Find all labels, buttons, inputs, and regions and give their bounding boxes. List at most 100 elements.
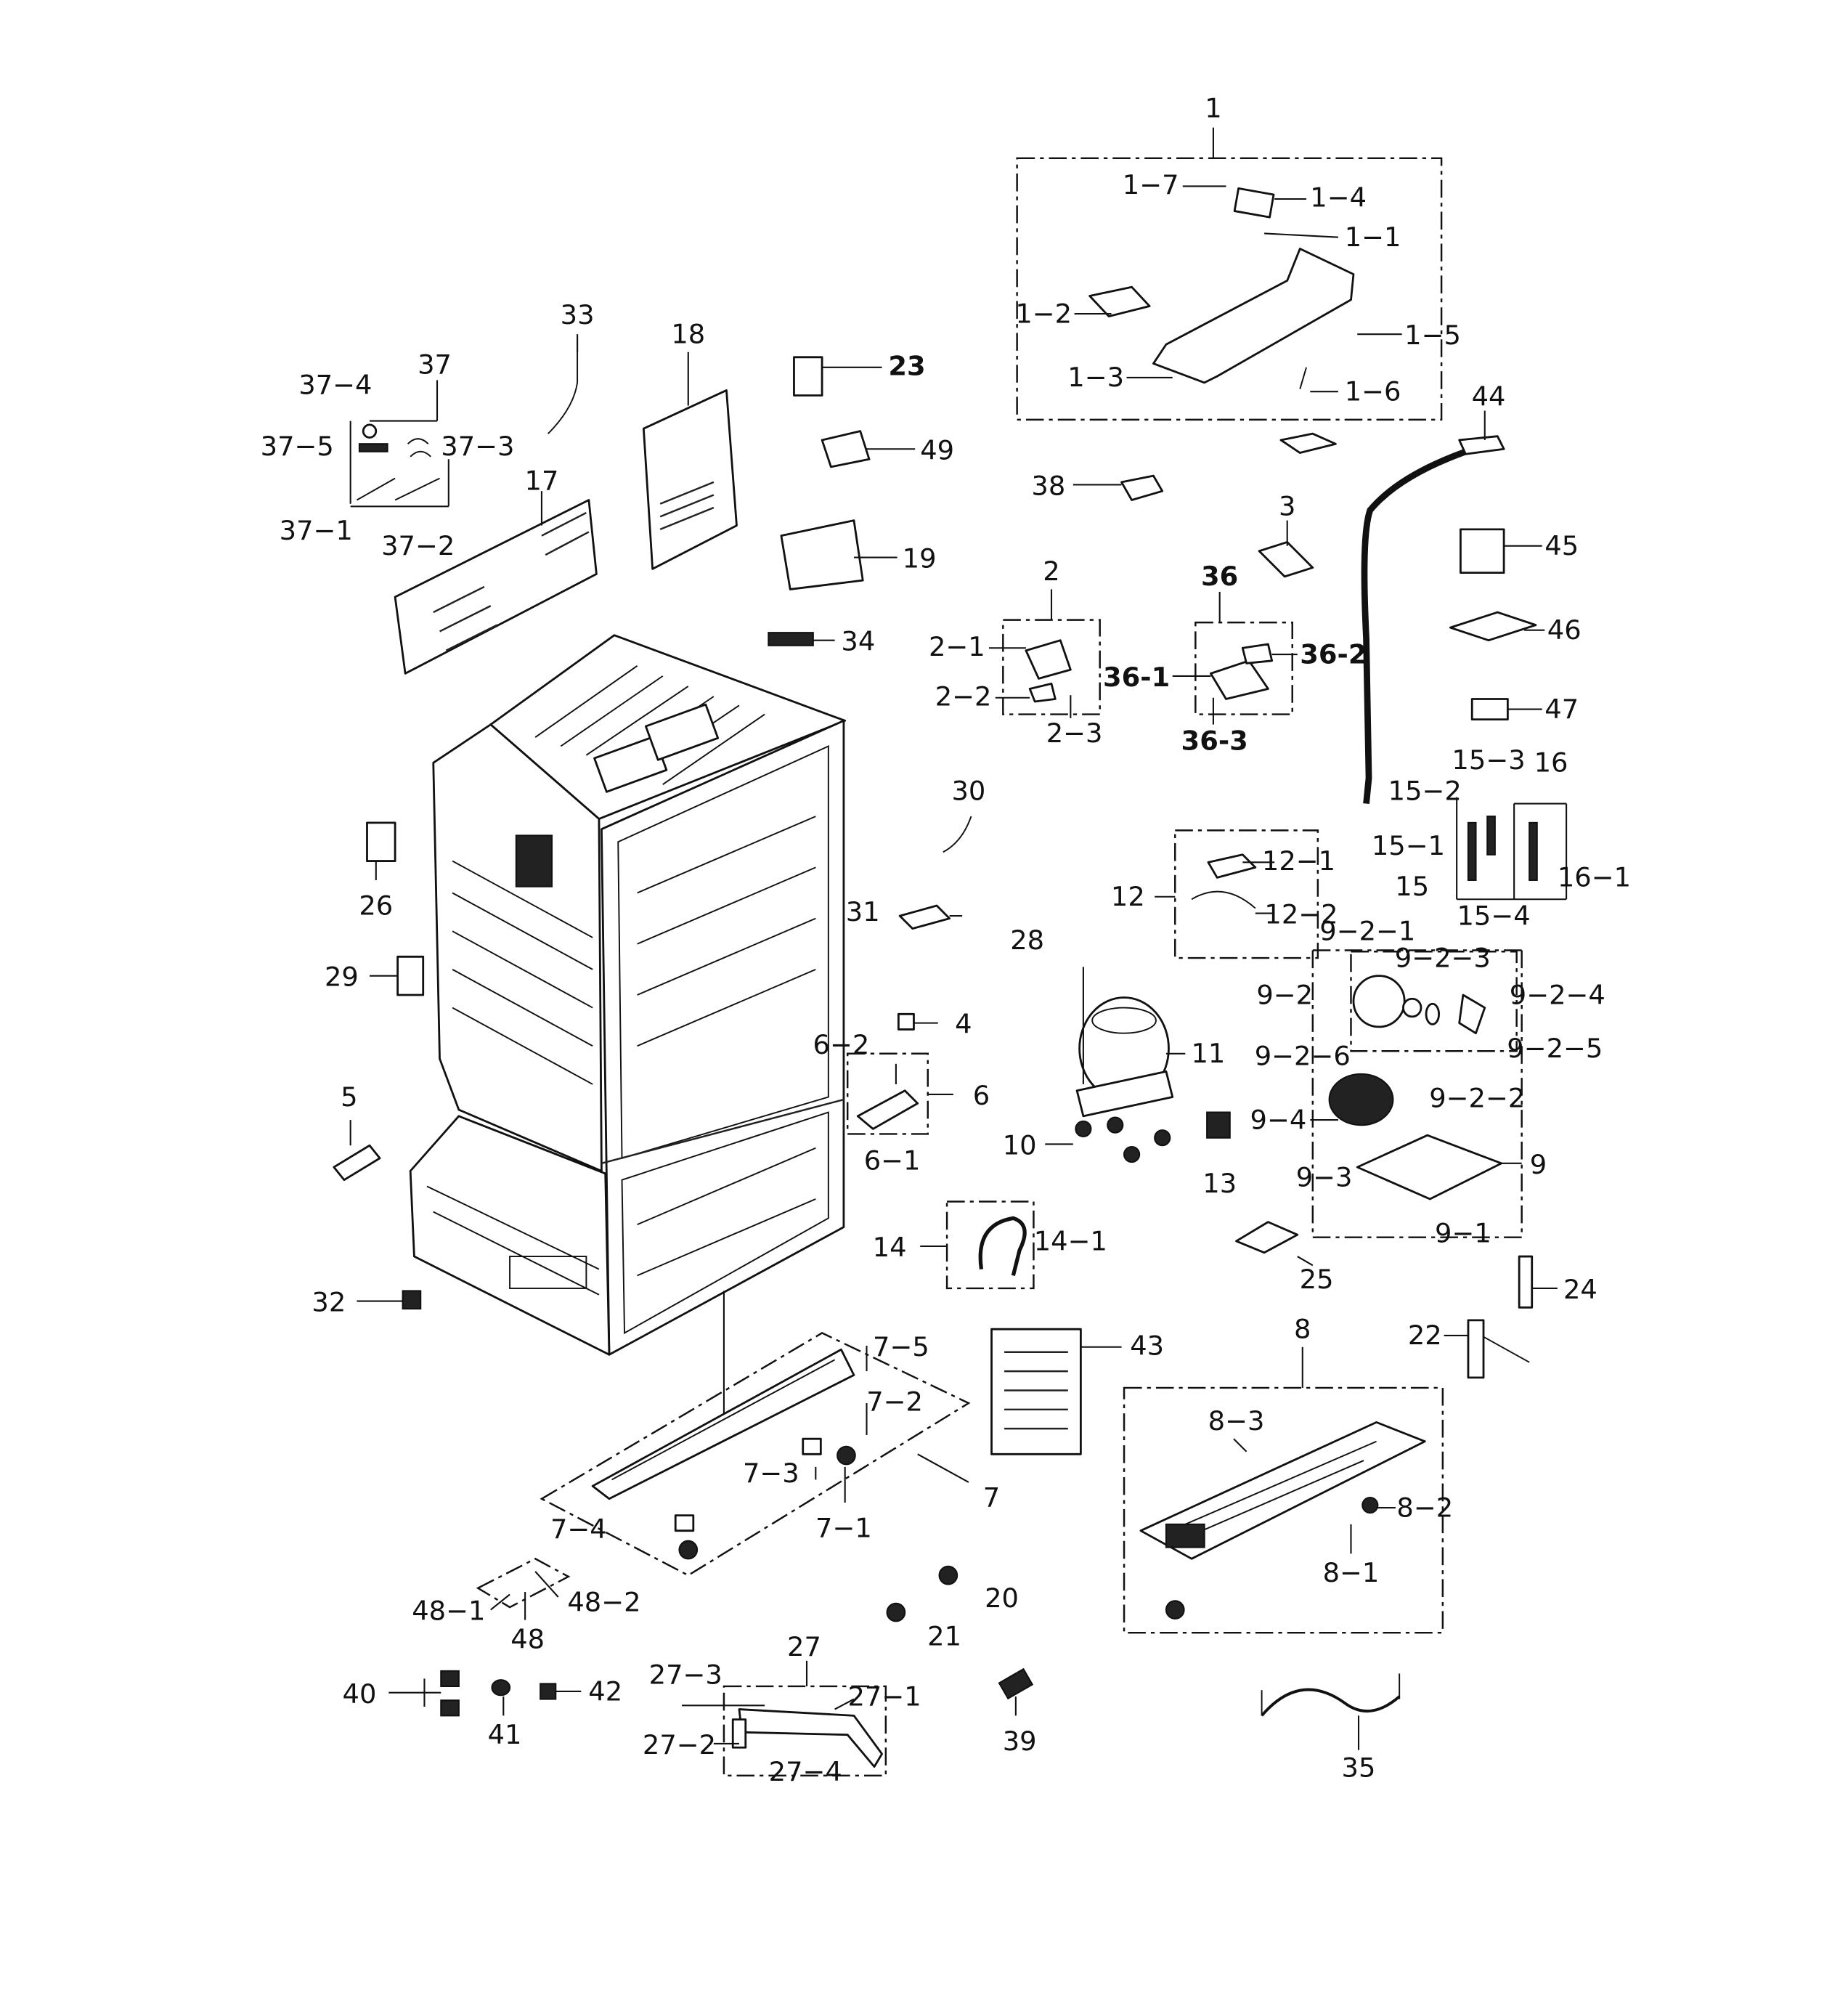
label-1-3: 1−3 <box>1067 362 1124 393</box>
label-6-2: 6−2 <box>813 1029 870 1060</box>
label-45: 45 <box>1544 530 1579 561</box>
label-15-2: 15−2 <box>1388 775 1462 806</box>
label-11: 11 <box>1191 1038 1225 1069</box>
hinge-3 <box>1258 520 1314 578</box>
label-14-1: 14−1 <box>1034 1225 1107 1256</box>
label-36: 36 <box>1201 561 1238 592</box>
group-27 <box>682 1660 887 1777</box>
label-41: 41 <box>488 1719 522 1750</box>
label-9-2-4: 9−2−4 <box>1510 979 1605 1010</box>
label-48: 48 <box>510 1623 545 1654</box>
kit-37 <box>349 380 449 508</box>
group-7 <box>540 1291 971 1577</box>
label-30: 30 <box>951 775 985 806</box>
panel-17-cover <box>394 491 598 675</box>
label-48-2: 48−2 <box>567 1586 640 1617</box>
label-13: 13 <box>1202 1168 1237 1199</box>
label-27-4: 27−4 <box>769 1756 842 1787</box>
label-40: 40 <box>343 1678 377 1710</box>
label-9: 9 <box>1530 1149 1547 1180</box>
part-25 <box>1235 1221 1314 1267</box>
label-12-2: 12−2 <box>1264 899 1338 930</box>
part-group-1 <box>1016 127 1443 454</box>
label-9-2-2: 9−2−2 <box>1429 1083 1525 1114</box>
label-9-2-3: 9−2−3 <box>1395 942 1491 973</box>
label-16-1: 16−1 <box>1558 862 1631 893</box>
label-34: 34 <box>841 626 875 657</box>
hinge-bracket-plate <box>1152 248 1355 384</box>
label-1-2: 1−2 <box>1015 298 1072 329</box>
label-15-3: 15−3 <box>1452 744 1525 776</box>
label-9-2: 9−2 <box>1256 979 1313 1010</box>
label-27: 27 <box>787 1631 821 1662</box>
hinge-group-2 <box>989 589 1101 718</box>
label-32: 32 <box>312 1287 346 1318</box>
label-7-1: 7−1 <box>815 1512 872 1543</box>
label-15-1: 15−1 <box>1372 830 1445 861</box>
label-21: 21 <box>927 1621 961 1652</box>
cord-33 <box>548 334 579 434</box>
label-31: 31 <box>846 896 880 927</box>
grille-43 <box>990 1328 1122 1455</box>
label-27-1: 27−1 <box>847 1681 921 1712</box>
hinge-38 <box>1072 474 1164 501</box>
label-6-1: 6−1 <box>864 1145 921 1177</box>
label-37: 37 <box>418 349 452 381</box>
wire-35 <box>1261 1673 1401 1750</box>
label-25: 25 <box>1300 1264 1334 1295</box>
bottom-parts <box>388 1557 1034 1717</box>
group-8 <box>1123 1346 1444 1634</box>
bracket-6 <box>846 1052 953 1135</box>
label-33: 33 <box>561 299 595 330</box>
label-2-3: 2−3 <box>1046 718 1103 749</box>
group-12 <box>1155 829 1319 959</box>
label-20: 20 <box>985 1582 1019 1614</box>
callout-labels: 1 1−7 1−4 1−1 1−2 1−5 1−3 1−6 33 18 23 4… <box>261 93 1631 1787</box>
part-30-31 <box>898 816 972 930</box>
label-7-2: 7−2 <box>866 1386 923 1418</box>
label-9-4: 9−4 <box>1250 1104 1307 1135</box>
label-2-2: 2−2 <box>935 680 992 712</box>
label-8-2: 8−2 <box>1396 1492 1453 1523</box>
label-9-2-5: 9−2−5 <box>1507 1033 1603 1064</box>
part-13 <box>1206 1111 1231 1139</box>
label-8-1: 8−1 <box>1323 1557 1380 1588</box>
label-26: 26 <box>359 890 393 921</box>
label-6: 6 <box>973 1080 990 1111</box>
part-4 <box>897 1012 938 1031</box>
water-tube-44 <box>1361 410 1505 804</box>
label-22: 22 <box>1408 1320 1442 1351</box>
label-35: 35 <box>1342 1752 1376 1784</box>
label-3: 3 <box>1279 491 1295 522</box>
group-9 <box>1310 949 1523 1238</box>
label-37-1: 37−1 <box>280 515 353 546</box>
label-36-1: 36-1 <box>1103 662 1170 693</box>
label-1-1: 1−1 <box>1345 222 1401 253</box>
refrigerator-cabinet <box>409 634 847 1356</box>
label-39: 39 <box>1003 1726 1037 1757</box>
label-2: 2 <box>1043 556 1059 587</box>
label-12: 12 <box>1111 881 1145 912</box>
label-37-5: 37−5 <box>261 431 334 462</box>
label-42: 42 <box>588 1675 622 1707</box>
parts-22-24 <box>1444 1255 1558 1379</box>
label-1-6: 1−6 <box>1345 375 1401 407</box>
label-29: 29 <box>325 962 359 993</box>
boards-group <box>768 356 916 646</box>
label-43: 43 <box>1130 1330 1164 1361</box>
label-36-2: 36-2 <box>1300 638 1367 670</box>
label-9-2-1: 9−2−1 <box>1319 915 1415 946</box>
label-12-1: 12−1 <box>1262 845 1335 877</box>
label-5: 5 <box>341 1081 357 1113</box>
label-38: 38 <box>1031 470 1065 501</box>
label-8-3: 8−3 <box>1208 1405 1265 1437</box>
label-49: 49 <box>920 434 954 466</box>
label-44: 44 <box>1472 381 1506 413</box>
label-7-3: 7−3 <box>743 1458 799 1489</box>
compressor-11 <box>1045 967 1186 1163</box>
label-19: 19 <box>903 543 937 574</box>
label-23: 23 <box>888 350 925 381</box>
label-8: 8 <box>1294 1313 1311 1344</box>
label-14: 14 <box>873 1232 907 1263</box>
